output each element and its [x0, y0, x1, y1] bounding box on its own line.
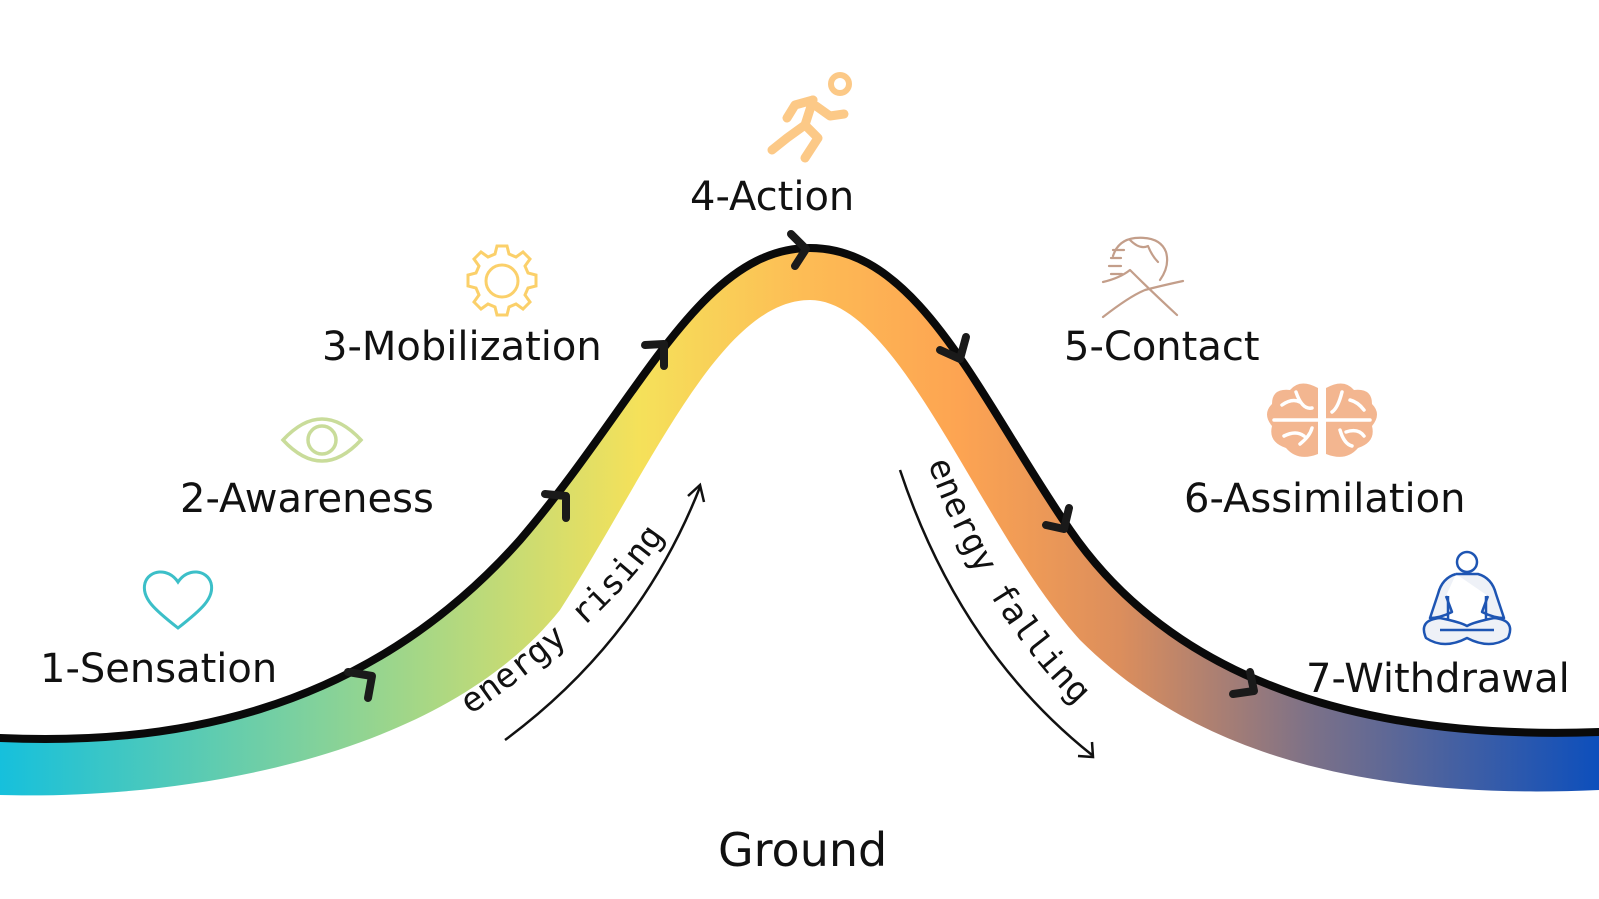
energy-falling-arrowhead — [1077, 741, 1095, 759]
curve-direction-arrows — [344, 230, 1258, 702]
ground-label: Ground — [718, 823, 887, 877]
stage-label-action: 4-Action — [690, 174, 854, 220]
stage-mobilization: 3-Mobilization — [322, 244, 602, 370]
brain-icon — [1267, 383, 1377, 457]
stage-assimilation: 6-Assimilation — [1184, 383, 1465, 522]
stage-label-withdrawal: 7-Withdrawal — [1306, 656, 1570, 702]
energy-band — [0, 248, 1599, 796]
arrow-marker-6 — [1042, 504, 1073, 533]
arrow-marker-7 — [1229, 668, 1258, 698]
handshake-icon — [1101, 236, 1185, 319]
energy-rising-arrow — [504, 486, 702, 742]
arrow-marker-2 — [541, 490, 570, 522]
meditation-icon — [1422, 550, 1512, 646]
stage-sensation: 1-Sensation — [40, 570, 277, 692]
arrow-marker-5 — [936, 333, 970, 363]
stage-label-contact: 5-Contact — [1064, 324, 1260, 370]
stage-contact: 5-Contact — [1064, 236, 1260, 370]
stage-label-sensation: 1-Sensation — [40, 646, 277, 692]
energy-falling-arrow — [898, 469, 1093, 756]
stage-label-assimilation: 6-Assimilation — [1184, 476, 1465, 522]
arrow-marker-1 — [344, 668, 376, 702]
stage-action: 4-Action — [690, 72, 854, 220]
stage-awareness: 2-Awareness — [180, 417, 434, 522]
stage-withdrawal: 7-Withdrawal — [1306, 550, 1570, 702]
eye-icon — [280, 417, 364, 463]
energy-rising-arrowhead — [687, 482, 706, 503]
running-person-icon — [767, 72, 852, 163]
heart-icon — [142, 570, 214, 630]
arrow-marker-3 — [641, 340, 668, 370]
arrow-marker-4 — [787, 230, 810, 270]
stage-label-mobilization: 3-Mobilization — [322, 324, 602, 370]
stage-label-awareness: 2-Awareness — [180, 476, 434, 522]
gear-icon — [466, 244, 538, 317]
eye-icon-pupil — [306, 424, 338, 456]
